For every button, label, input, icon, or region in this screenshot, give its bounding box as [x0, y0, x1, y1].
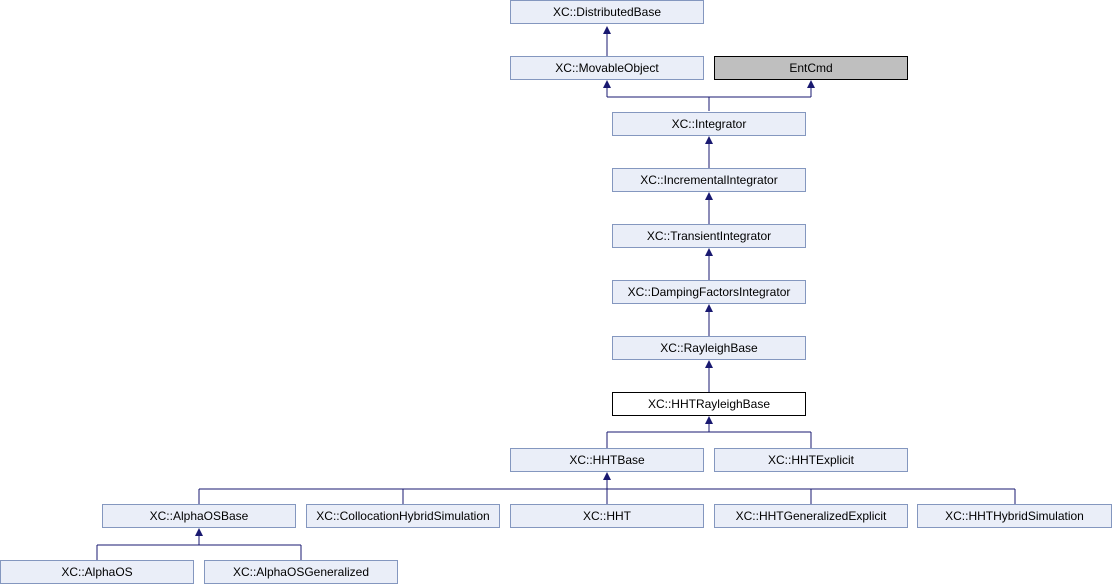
node-alpha-os-generalized[interactable]: XC::AlphaOSGeneralized	[204, 560, 398, 584]
node-alpha-os[interactable]: XC::AlphaOS	[0, 560, 194, 584]
node-hht-base[interactable]: XC::HHTBase	[510, 448, 704, 472]
node-hht[interactable]: XC::HHT	[510, 504, 704, 528]
node-rayleigh-base[interactable]: XC::RayleighBase	[612, 336, 806, 360]
node-hht-generalized-explicit[interactable]: XC::HHTGeneralizedExplicit	[714, 504, 908, 528]
node-hht-hybrid-simulation[interactable]: XC::HHTHybridSimulation	[917, 504, 1112, 528]
node-collocation-hybrid-simulation[interactable]: XC::CollocationHybridSimulation	[306, 504, 500, 528]
node-distributed-base[interactable]: XC::DistributedBase	[510, 0, 704, 24]
node-hht-rayleigh-base: XC::HHTRayleighBase	[612, 392, 806, 416]
node-movable-object[interactable]: XC::MovableObject	[510, 56, 704, 80]
node-integrator[interactable]: XC::Integrator	[612, 112, 806, 136]
node-incremental-integrator[interactable]: XC::IncrementalIntegrator	[612, 168, 806, 192]
node-hht-explicit[interactable]: XC::HHTExplicit	[714, 448, 908, 472]
node-ent-cmd: EntCmd	[714, 56, 908, 80]
node-alpha-os-base[interactable]: XC::AlphaOSBase	[102, 504, 296, 528]
node-damping-factors-integrator[interactable]: XC::DampingFactorsIntegrator	[612, 280, 806, 304]
node-transient-integrator[interactable]: XC::TransientIntegrator	[612, 224, 806, 248]
